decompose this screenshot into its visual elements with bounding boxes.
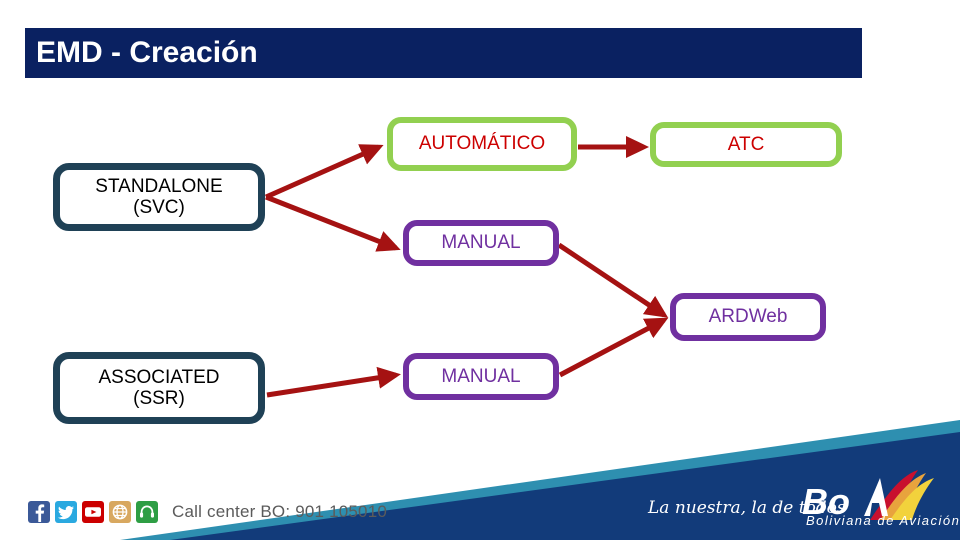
node-associated[interactable]: ASSOCIATED (SSR) — [53, 352, 265, 424]
edge-associated-to-manual2 — [266, 366, 401, 398]
node-manual-1-label: MANUAL — [441, 232, 521, 254]
node-standalone-label: STANDALONE (SVC) — [95, 175, 223, 218]
node-manual-associated[interactable]: MANUAL — [403, 353, 559, 400]
call-center-text: Call center BO: 901 105010 — [172, 502, 388, 521]
node-manual-2-label: MANUAL — [441, 365, 521, 387]
edge-standalone-to-automatico — [264, 144, 384, 200]
svg-text:Bo: Bo — [802, 481, 850, 522]
node-ardweb[interactable]: ARDWeb — [670, 293, 826, 341]
brand-tagline: La nuestra, la de todos — [648, 498, 846, 518]
edge-standalone-to-manual1 — [265, 194, 401, 252]
page-title: EMD - Creación — [36, 36, 258, 69]
node-automatico[interactable]: AUTOMÁTICO — [387, 117, 577, 171]
youtube-icon[interactable] — [82, 501, 104, 523]
node-automatico-label: AUTOMÁTICO — [418, 133, 546, 155]
boa-logo-subtitle: Boliviana de Aviación — [806, 513, 960, 528]
edge-manual1-to-ardweb — [557, 242, 669, 318]
twitter-icon[interactable] — [55, 501, 77, 523]
node-standalone[interactable]: STANDALONE (SVC) — [53, 163, 265, 231]
boa-logo: Bo — [800, 470, 950, 532]
node-atc[interactable]: ATC — [650, 122, 842, 167]
headset-icon[interactable] — [136, 501, 158, 523]
node-atc-label: ATC — [727, 133, 765, 155]
facebook-icon[interactable] — [28, 501, 50, 523]
node-manual-automatic[interactable]: MANUAL — [403, 220, 559, 266]
node-ardweb-label: ARDWeb — [708, 306, 788, 328]
social-links-row: Call center BO: 901 105010 — [28, 501, 387, 523]
globe-icon[interactable] — [109, 501, 131, 523]
title-bar — [25, 28, 862, 78]
node-associated-label: ASSOCIATED (SSR) — [98, 366, 220, 409]
edge-manual2-to-ardweb — [558, 317, 669, 378]
